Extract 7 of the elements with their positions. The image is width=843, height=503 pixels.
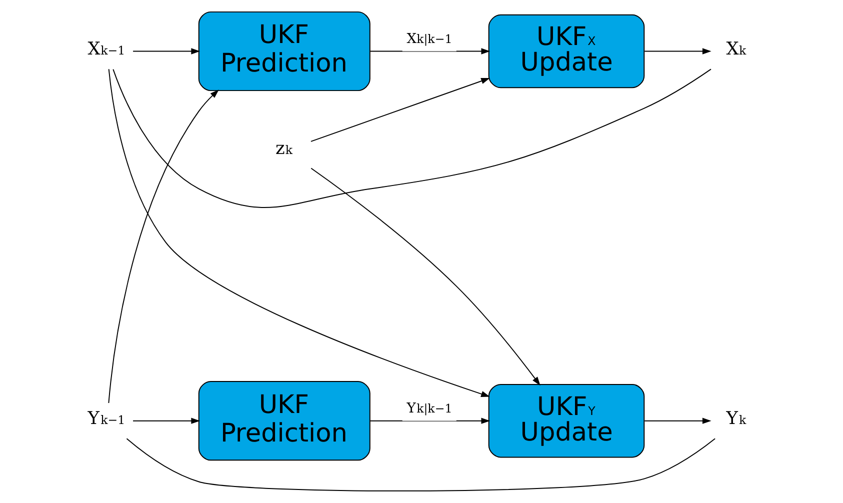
node-text: Xk−1: [88, 40, 126, 60]
edge-label: Yk|k−1: [406, 400, 452, 417]
node-text: Xk: [726, 40, 746, 60]
node-text: zk: [276, 138, 293, 159]
node-text: Yk−1: [88, 409, 126, 430]
edge-label: Xk|k−1: [406, 31, 452, 48]
node-text: Yk: [726, 409, 746, 430]
